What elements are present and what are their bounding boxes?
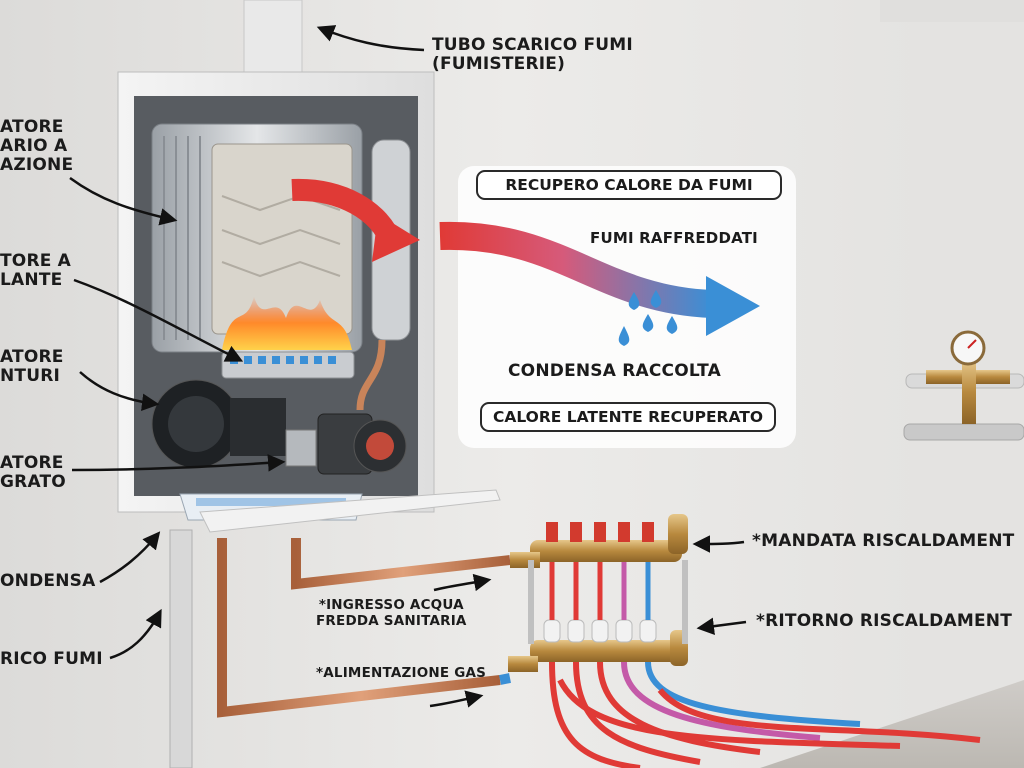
label-gas-valve: ATORE GRATO [0, 453, 66, 493]
heat-recovery-panel [458, 166, 796, 448]
condensate-drain-pipe [169, 529, 193, 768]
arrow-gas-supply [429, 690, 484, 708]
arrow-heating-return [696, 617, 747, 635]
label-gas-supply: *ALIMENTAZIONE GAS [316, 665, 487, 681]
arrow-flue-outlet [109, 608, 162, 660]
wall-pipe-lower [903, 423, 1024, 441]
label-cold-water-inlet: *INGRESSO ACQUA FREDDA SANITARIA [316, 597, 467, 629]
arrow-burner [73, 278, 244, 362]
water-drop-icon [618, 290, 678, 346]
flow-manifold-bar [530, 540, 682, 562]
burner [221, 351, 355, 379]
combustion-chamber [211, 143, 353, 335]
gas-valve [285, 429, 317, 467]
underfloor-tubes [549, 661, 981, 768]
arrow-heating-flow [692, 535, 745, 553]
label-fan: ATORE NTURI [0, 347, 64, 387]
arrow-gas-valve [71, 454, 286, 472]
arrow-cold-water [433, 573, 492, 592]
cold-water-pipe [291, 538, 511, 590]
label-burner: TORE A LANTE [0, 251, 72, 291]
arrow-fan [79, 371, 160, 411]
label-primary-exchanger: ATORE ARIO A AZIONE [0, 117, 74, 176]
manifold-valves [543, 522, 657, 643]
arrow-condensate [99, 531, 161, 584]
arrow-flue-pipe [316, 25, 425, 52]
label-flue-outlet: RICO FUMI [0, 649, 103, 669]
arrow-primary-exchanger [69, 176, 178, 226]
gas-pipe [217, 538, 501, 718]
callout-arrows [69, 25, 747, 708]
burner-flames [222, 296, 352, 350]
label-heating-return: *RITORNO RISCALDAMENT [756, 611, 1012, 631]
cool-fumes-arrow [439, 221, 713, 318]
return-manifold-bar [530, 640, 682, 662]
heat-recovery-title: RECUPERO CALORE DA FUMI [476, 170, 782, 200]
heating-manifold [508, 514, 688, 672]
exchanger-fins [163, 136, 201, 340]
internal-pipe [356, 339, 386, 411]
ceiling-cornice [880, 0, 1024, 22]
front-panel-open [199, 489, 501, 533]
label-flue-pipe: TUBO SCARICO FUMI (FUMISTERIE) [432, 35, 633, 75]
label-heating-flow: *MANDATA RISCALDAMENT [752, 531, 1015, 551]
latent-heat-label: CALORE LATENTE RECUPERATO [480, 402, 776, 432]
condensate-collected-label: CONDENSA RACCOLTA [508, 361, 721, 381]
cooled-fumes-label: FUMI RAFFREDDATI [590, 229, 758, 247]
label-condensate: ONDENSA [0, 571, 96, 591]
